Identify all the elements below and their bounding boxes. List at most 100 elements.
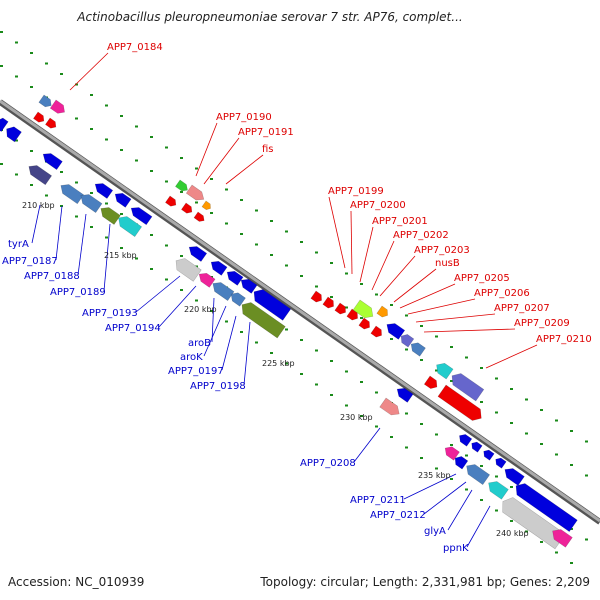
tick-dot — [300, 241, 303, 243]
tick-dot — [90, 192, 93, 194]
tick-dot — [225, 320, 228, 323]
tick-dot — [495, 411, 498, 414]
kbp-tick-label: 210 kbp — [22, 201, 55, 210]
gene-arrow — [437, 384, 482, 421]
tick-dot — [30, 52, 33, 54]
gene-arrow — [515, 483, 578, 532]
tick-dot — [285, 264, 288, 267]
tick-dot — [120, 213, 123, 215]
tick-dot — [240, 331, 243, 333]
tick-dot — [360, 317, 363, 319]
gene-arrow — [118, 216, 143, 237]
forward-gene-label: APP7_0210 — [536, 334, 592, 345]
gene-arrow — [60, 184, 85, 205]
tick-dot — [330, 394, 333, 396]
tick-dot — [405, 446, 408, 449]
tick-dot — [390, 338, 393, 340]
tick-dot — [345, 306, 348, 309]
reverse-gene-label: tyrA — [8, 239, 29, 250]
tick-dot — [435, 433, 438, 436]
tick-dot — [480, 465, 483, 467]
tick-dot — [195, 265, 198, 268]
tick-dot — [300, 373, 303, 375]
tick-dot — [540, 409, 543, 411]
reverse-gene-label: aroB — [188, 338, 211, 349]
gene-arrow — [94, 183, 114, 199]
genes — [0, 94, 578, 550]
tick-dot — [585, 474, 588, 477]
tick-dot — [195, 167, 198, 170]
tick-dot — [270, 352, 273, 354]
tick-dot — [315, 349, 318, 352]
tick-dot — [180, 191, 183, 193]
tick-dot — [300, 275, 303, 277]
reverse-gene-label: APP7_0197 — [168, 366, 224, 377]
tick-dot — [255, 209, 258, 212]
gene-arrow — [352, 299, 374, 319]
gene-arrow — [253, 289, 292, 321]
tick-dot — [255, 243, 258, 246]
gene-arrow — [471, 441, 483, 453]
kbp-tick-label: 215 kbp — [104, 251, 137, 260]
tick-dot — [495, 509, 498, 512]
tick-dot — [435, 335, 438, 338]
tick-dot — [420, 423, 423, 425]
gene-arrow — [165, 195, 177, 207]
tick-dot — [120, 247, 123, 249]
tick-dot — [0, 163, 3, 165]
tick-dot — [75, 215, 78, 218]
gene-arrow — [33, 111, 45, 123]
gene-arrow — [423, 375, 438, 389]
gene-arrow — [334, 302, 346, 315]
tick-dot — [195, 201, 198, 204]
tick-dot — [120, 149, 123, 151]
tick-dot — [285, 230, 288, 233]
gene-arrow — [210, 260, 228, 276]
tick-dot — [255, 341, 258, 344]
tick-dot — [300, 339, 303, 341]
gene-arrow — [396, 387, 414, 403]
tick-dot — [165, 146, 168, 149]
kbp-tick-label: 230 kbp — [340, 413, 373, 422]
tick-dot — [165, 278, 168, 281]
reverse-gene-label: APP7_0189 — [50, 287, 106, 298]
tick-dot — [345, 370, 348, 373]
tick-dot — [225, 188, 228, 191]
tick-dot — [150, 136, 153, 138]
tick-dot — [135, 257, 138, 260]
gene-arrow — [502, 497, 566, 550]
tick-dot — [60, 73, 63, 75]
tick-dot — [450, 444, 453, 446]
tick-dot — [210, 310, 213, 312]
gene-arrow — [193, 211, 205, 222]
tick-dot — [420, 359, 423, 361]
map-title: Actinobacillus pleuropneumoniae serovar … — [76, 10, 462, 24]
gene-arrow — [226, 270, 244, 286]
tick-dot — [495, 475, 498, 478]
tick-dot — [390, 304, 393, 306]
tick-dot — [330, 296, 333, 298]
tick-dot — [525, 432, 528, 435]
gene-arrow — [322, 296, 334, 309]
tick-dot — [435, 369, 438, 372]
forward-gene-label: APP7_0206 — [474, 288, 530, 299]
tick-dot — [525, 530, 528, 533]
tick-dot — [180, 157, 183, 159]
tick-dot — [60, 171, 63, 173]
tick-dot — [570, 464, 573, 466]
tick-dot — [480, 367, 483, 369]
gene-arrow — [451, 373, 485, 402]
gene-arrow — [410, 342, 426, 357]
forward-gene-label: APP7_0203 — [414, 245, 470, 256]
tick-dot — [450, 346, 453, 348]
tick-dot — [285, 362, 288, 365]
accession: Accession: NC_010939 — [8, 575, 144, 589]
gene-arrow — [175, 258, 202, 282]
tick-dot — [555, 419, 558, 422]
tick-dot — [315, 251, 318, 254]
gene-arrow — [45, 117, 57, 129]
gene-arrow — [28, 165, 53, 186]
gene-arrow — [488, 481, 509, 500]
forward-gene-label: APP7_0205 — [454, 273, 510, 284]
